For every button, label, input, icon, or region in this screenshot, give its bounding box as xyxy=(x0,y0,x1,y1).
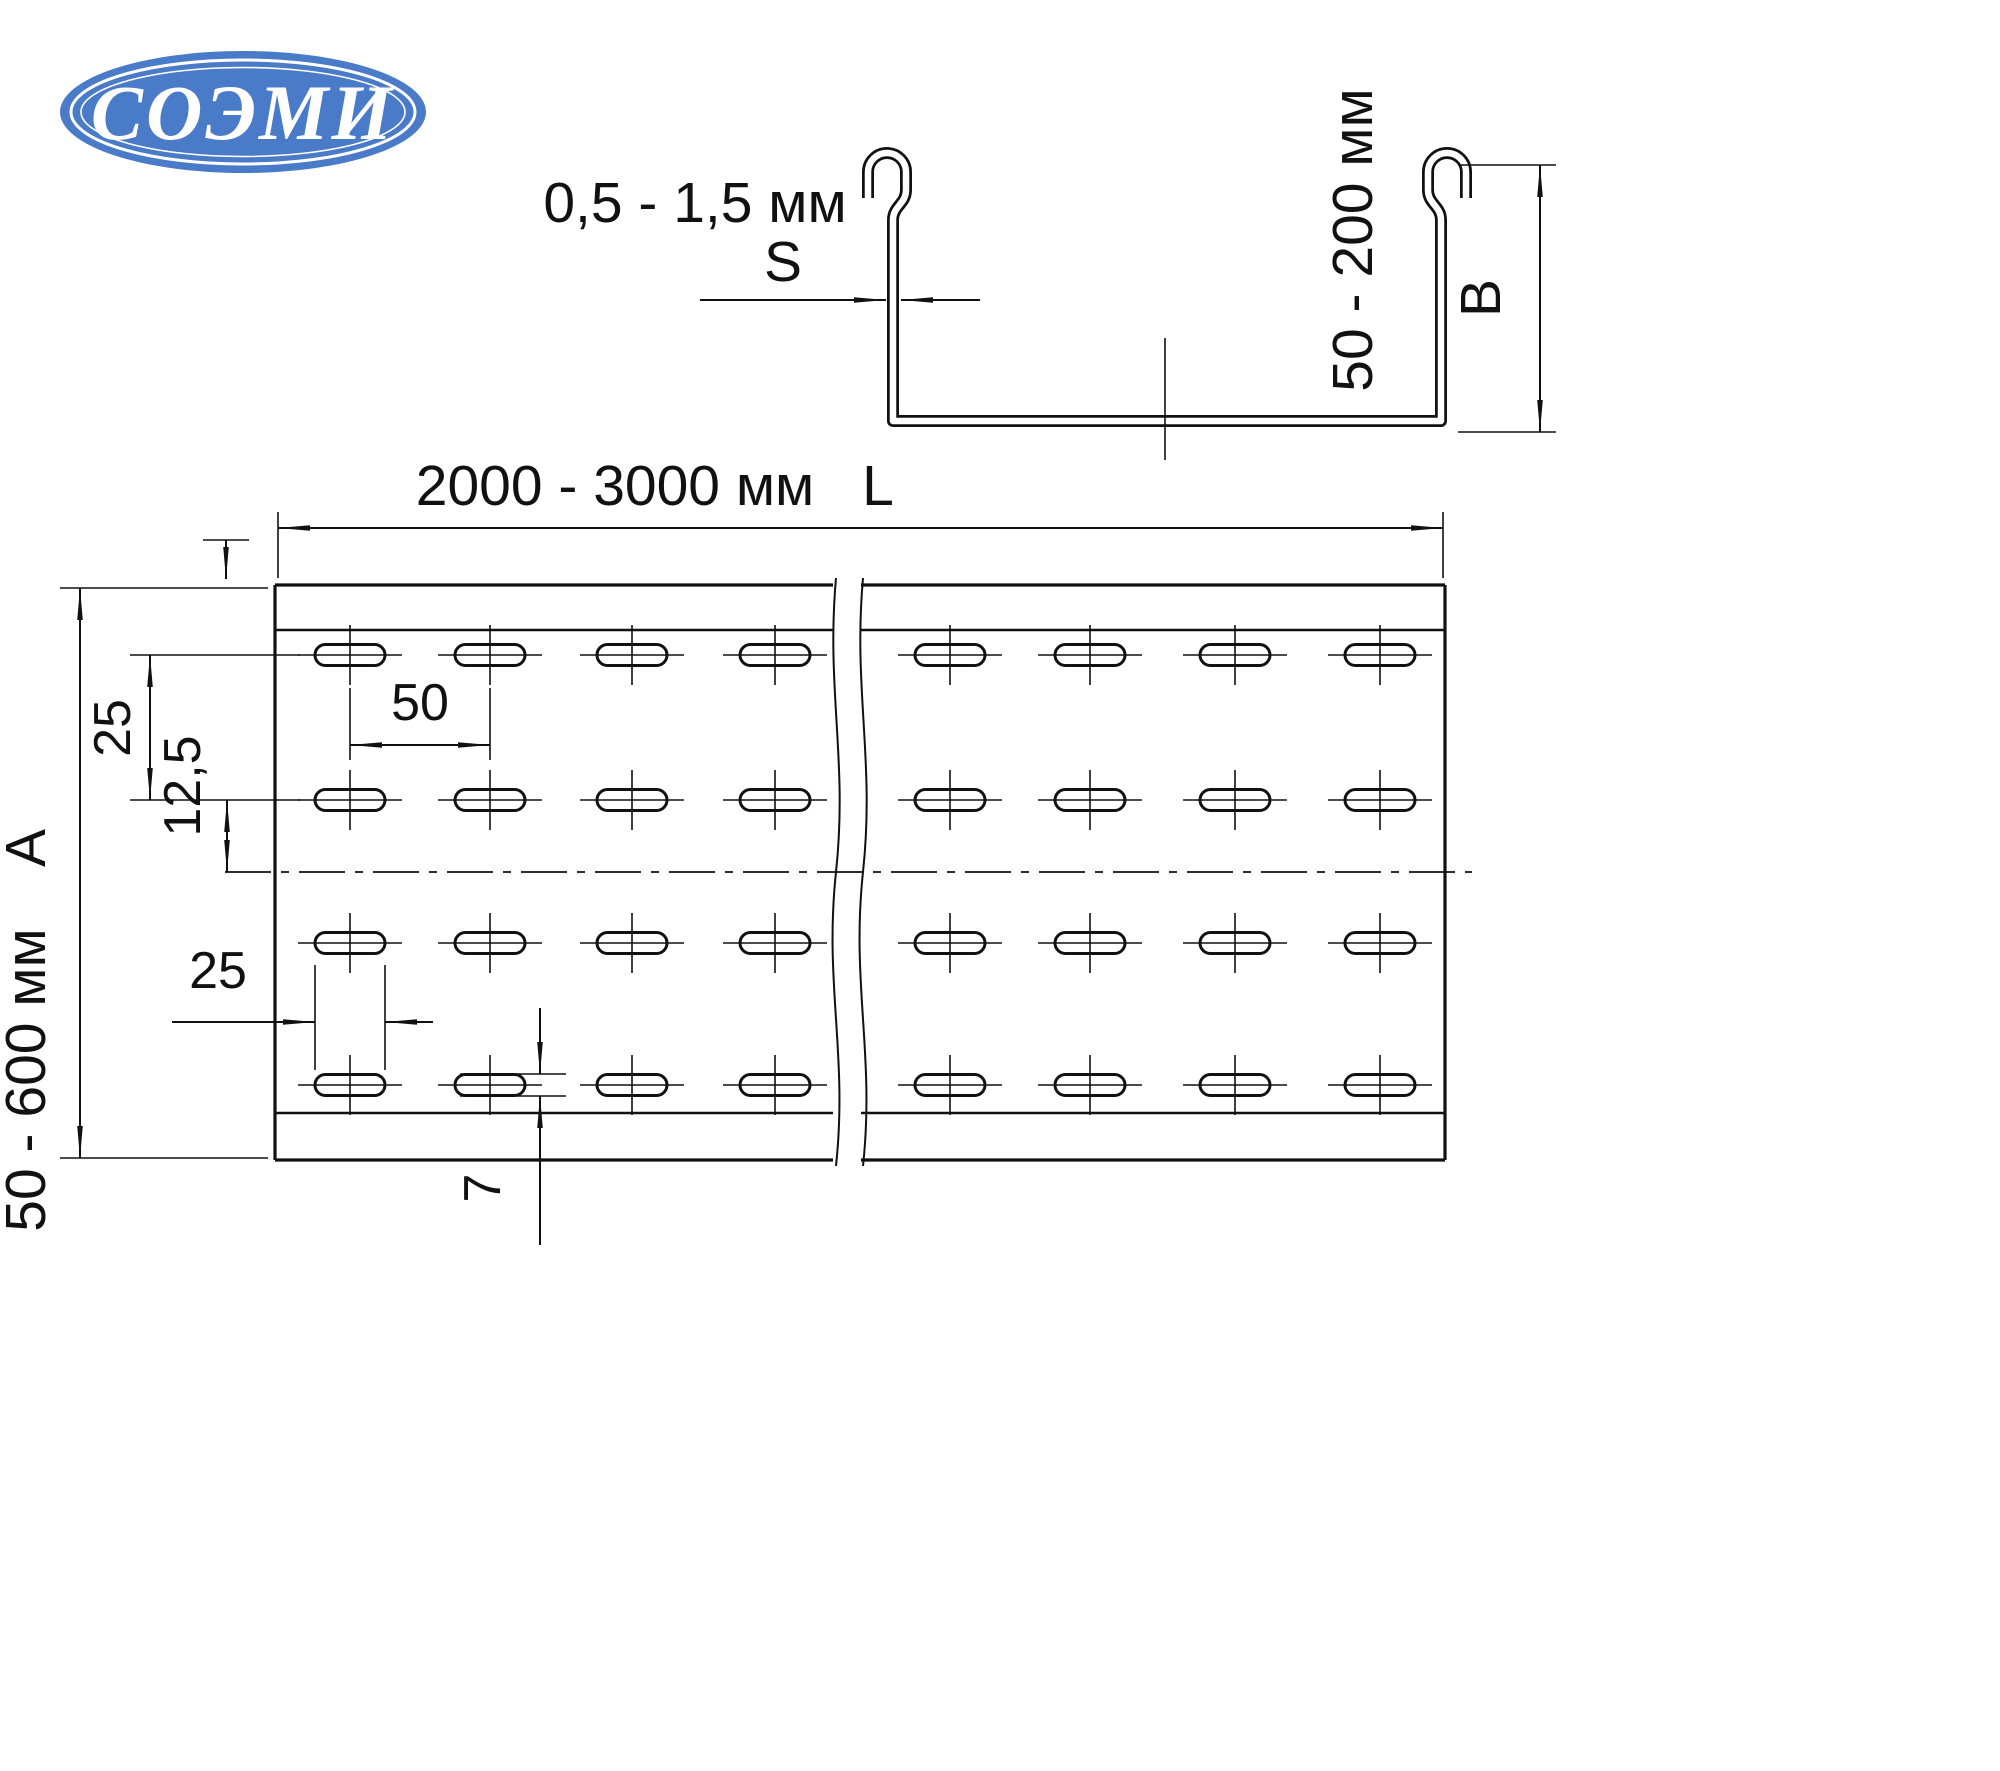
logo-ring-outer xyxy=(69,58,417,166)
thickness-range-label: 0,5 - 1,5 мм xyxy=(543,171,846,235)
slot-hole xyxy=(296,768,404,832)
profile-height-symbol-label: B xyxy=(1449,279,1513,317)
slot-hole xyxy=(296,1053,404,1117)
slot-hole xyxy=(296,911,404,975)
slot-hole xyxy=(896,623,1004,687)
plan-view: 2000 - 3000 мм L 50 - 600 мм А 25 12,5 xyxy=(0,454,1472,1245)
row-offset-label: 12,5 xyxy=(154,735,212,836)
slot-width-dimension: 7 xyxy=(454,1008,566,1245)
slot-hole xyxy=(721,623,829,687)
slot-hole xyxy=(721,911,829,975)
width-dimension: 50 - 600 мм А xyxy=(0,587,268,1232)
slot-hole xyxy=(1181,623,1289,687)
channel-profile-core xyxy=(864,149,1470,425)
slot-hole xyxy=(1036,911,1144,975)
slot-length-label: 25 xyxy=(189,942,247,1000)
length-symbol-label: L xyxy=(862,454,894,518)
logo: СОЭМИ xyxy=(60,51,426,173)
slot-hole xyxy=(1326,1053,1434,1117)
slot-hole xyxy=(896,1053,1004,1117)
logo-ring-inner xyxy=(80,66,406,158)
length-range-label: 2000 - 3000 мм xyxy=(416,454,814,518)
slot-hole xyxy=(1181,911,1289,975)
slot-hole xyxy=(1326,911,1434,975)
tray-outline xyxy=(225,577,1472,1167)
slot-hole xyxy=(1036,623,1144,687)
logo-ellipse xyxy=(60,51,426,173)
profile-view: 0,5 - 1,5 мм S 50 - 200 мм B xyxy=(543,88,1556,460)
hole-pitch-dimension: 50 xyxy=(349,674,491,760)
profile-height-range-label: 50 - 200 мм xyxy=(1321,88,1385,391)
slot-hole xyxy=(436,768,544,832)
logo-text: СОЭМИ xyxy=(91,69,395,156)
slot-hole xyxy=(436,911,544,975)
slot-hole xyxy=(578,768,686,832)
slot-hole xyxy=(436,623,544,687)
slot-hole xyxy=(896,768,1004,832)
thickness-dimension: 0,5 - 1,5 мм S xyxy=(543,171,980,303)
slot-width-label: 7 xyxy=(454,1174,512,1203)
height-dimension: 50 - 200 мм B xyxy=(1321,88,1556,433)
slot-hole xyxy=(1181,768,1289,832)
slot-hole xyxy=(436,1053,544,1117)
row-spacing-label: 25 xyxy=(84,699,142,757)
slot-hole xyxy=(1181,1053,1289,1117)
slot-hole xyxy=(578,1053,686,1117)
slot-length-dimension: 25 xyxy=(172,942,433,1070)
slot-hole xyxy=(1036,768,1144,832)
width-symbol-label: А xyxy=(0,829,58,867)
row-spacing-dimension: 25 12,5 xyxy=(84,654,300,872)
length-dimension: 2000 - 3000 мм L xyxy=(203,454,1444,579)
hole-pitch-label: 50 xyxy=(391,674,449,732)
slot-hole xyxy=(296,623,404,687)
slot-hole xyxy=(1326,623,1434,687)
width-range-label: 50 - 600 мм xyxy=(0,928,58,1231)
slot-hole xyxy=(721,1053,829,1117)
slot-hole xyxy=(1036,1053,1144,1117)
thickness-symbol-label: S xyxy=(764,230,802,294)
slot-hole xyxy=(578,623,686,687)
slot-hole xyxy=(721,768,829,832)
slot-hole xyxy=(578,911,686,975)
slot-hole xyxy=(1326,768,1434,832)
slot-hole xyxy=(896,911,1004,975)
